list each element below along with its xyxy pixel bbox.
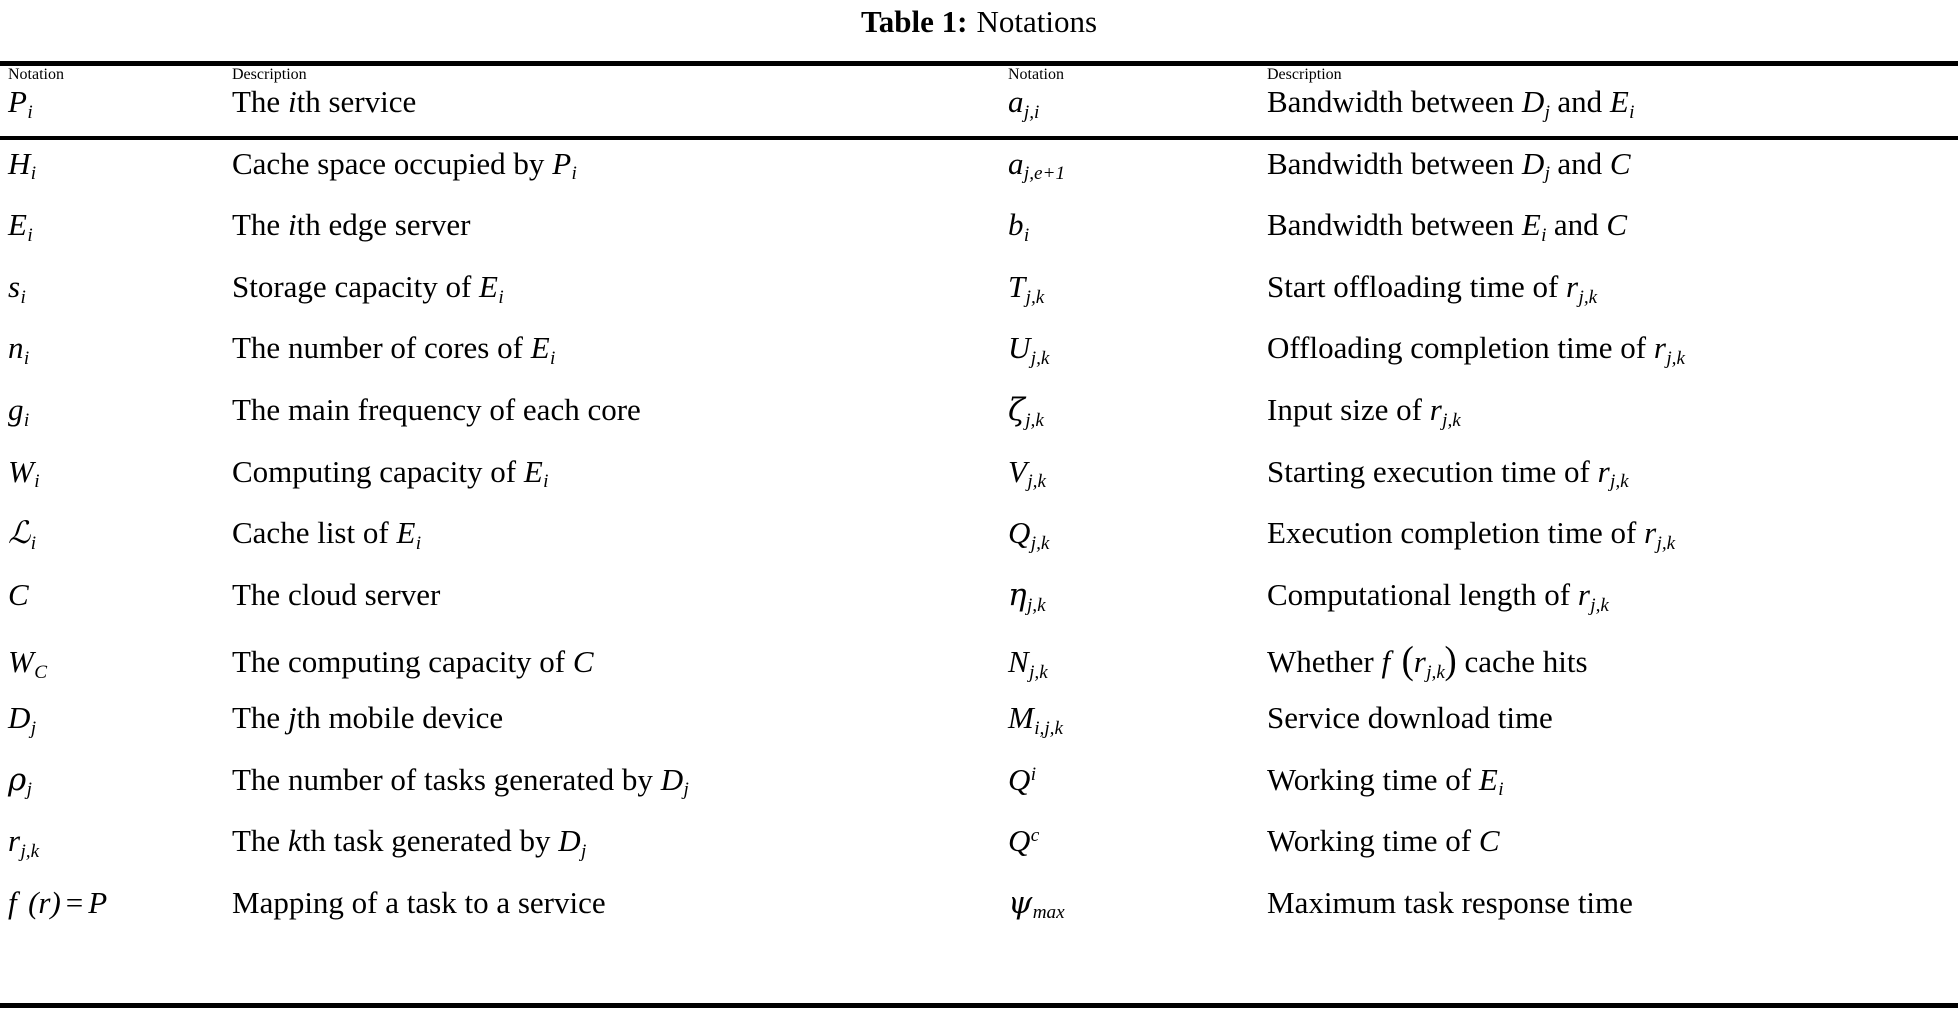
description-cell-right: Computational length of rj,k — [1267, 576, 1609, 616]
notation-cell-right: ηj,k — [1008, 576, 1046, 616]
description-cell-right: Start offloading time of rj,k — [1267, 268, 1598, 308]
table-top-rule — [0, 61, 1958, 66]
notation-cell-left: ℒi — [8, 515, 37, 554]
notation-cell-right: Nj,k — [1008, 644, 1048, 684]
description-cell-right: Execution completion time of rj,k — [1267, 515, 1676, 554]
table-row: ni The number of cores of Ei Uj,k Offloa… — [0, 330, 1958, 392]
notation-cell-left: C — [8, 576, 29, 612]
notation-cell-right: aj,i — [1008, 84, 1040, 123]
description-cell-left: The kth task generated by Dj — [232, 823, 587, 862]
table-row: Wi Computing capacity of Ei Vj,k Startin… — [0, 454, 1958, 516]
description-cell-left: The main frequency of each core — [232, 391, 641, 427]
description-cell-left: The computing capacity of C — [232, 644, 594, 680]
description-cell-right: Bandwidth between Dj and C — [1267, 145, 1631, 185]
column-header-description-left: Description — [232, 66, 307, 83]
notation-cell-left: si — [8, 268, 26, 308]
notation-cell-right: Qc — [1008, 823, 1040, 859]
notation-cell-left: gi — [8, 391, 30, 431]
column-header-notation-left: Notation — [8, 66, 64, 83]
notation-cell-left: Pi — [8, 84, 33, 123]
notation-cell-right: Uj,k — [1008, 330, 1050, 370]
notation-cell-left: f (r)=P — [8, 884, 108, 920]
table-caption-label: Table 1: — [860, 4, 968, 39]
notation-cell-right: Qi — [1008, 761, 1037, 797]
notation-cell-right: aj,e+1 — [1008, 145, 1066, 185]
table-header-row: Notation Description Notation Descriptio… — [0, 66, 1958, 84]
description-cell-right: Whether f (rj,k) cache hits — [1267, 637, 1588, 684]
description-cell-right: Starting execution time of rj,k — [1267, 453, 1629, 493]
table-row: gi The main frequency of each core ζj,k … — [0, 392, 1958, 454]
table-row: C The cloud server ηj,k Computational le… — [0, 577, 1958, 639]
description-cell-left: Mapping of a task to a service — [232, 884, 606, 920]
table-bottom-rule — [0, 1003, 1958, 1008]
table-row: si Storage capacity of Ei Tj,k Start off… — [0, 269, 1958, 331]
description-cell-right: Bandwidth between Ei and C — [1267, 207, 1628, 246]
notation-cell-left: rj,k — [8, 823, 40, 862]
description-cell-right: Service download time — [1267, 699, 1553, 735]
table-row: Pi The ith service aj,i Bandwidth betwee… — [0, 84, 1958, 146]
table-row: rj,k The kth task generated by Dj Qc Wor… — [0, 823, 1958, 885]
description-cell-left: The cloud server — [232, 576, 441, 612]
notation-cell-left: WC — [8, 644, 48, 684]
table-row: ℒi Cache list of Ei Qj,k Execution compl… — [0, 515, 1958, 577]
description-cell-left: Cache space occupied by Pi — [232, 145, 577, 185]
notation-cell-right: Tj,k — [1008, 268, 1045, 308]
description-cell-left: The number of cores of Ei — [232, 330, 556, 370]
description-cell-right: Offloading completion time of rj,k — [1267, 330, 1685, 370]
table-row: WC The computing capacity of C Nj,k Whet… — [0, 638, 1958, 700]
table-row: f (r)=P Mapping of a task to a service ψ… — [0, 885, 1958, 947]
table-row: ρj The number of tasks generated by Dj Q… — [0, 762, 1958, 824]
notation-cell-right: Qj,k — [1008, 515, 1050, 554]
description-cell-right: Input size of rj,k — [1267, 391, 1461, 431]
notation-cell-left: ni — [8, 330, 30, 370]
table-header-rule — [0, 136, 1958, 140]
description-cell-right: Working time of Ei — [1267, 761, 1504, 801]
description-cell-left: The ith service — [232, 84, 417, 119]
table-body: Pi The ith service aj,i Bandwidth betwee… — [0, 84, 1958, 946]
column-header-description-right: Description — [1267, 66, 1342, 83]
notation-cell-right: ψmax — [1008, 884, 1065, 924]
notations-table: Notation Description Notation Descriptio… — [0, 66, 1958, 946]
notation-cell-right: Mi,j,k — [1008, 699, 1063, 739]
description-cell-left: Cache list of Ei — [232, 515, 422, 554]
table-row: Hi Cache space occupied by Pi aj,e+1 Ban… — [0, 146, 1958, 208]
notation-cell-left: Dj — [8, 699, 37, 739]
description-cell-right: Maximum task response time — [1267, 884, 1633, 920]
column-header-notation-right: Notation — [1008, 66, 1064, 83]
notation-cell-right: Vj,k — [1008, 453, 1046, 493]
description-cell-right: Bandwidth between Dj and Ei — [1267, 84, 1635, 123]
description-cell-right: Working time of C — [1267, 823, 1500, 859]
table-row: Ei The ith edge server bi Bandwidth betw… — [0, 207, 1958, 269]
table-caption-text: Notations — [976, 4, 1098, 39]
description-cell-left: The number of tasks generated by Dj — [232, 761, 689, 801]
table-caption: Table 1:Notations — [0, 2, 1958, 42]
notation-cell-left: ρj — [8, 761, 32, 801]
notation-cell-left: Wi — [8, 453, 40, 493]
notation-cell-right: bi — [1008, 207, 1030, 246]
description-cell-left: The ith edge server — [232, 207, 471, 243]
notation-cell-left: Ei — [8, 207, 33, 246]
description-cell-left: The jth mobile device — [232, 699, 504, 735]
description-cell-left: Computing capacity of Ei — [232, 453, 549, 493]
description-cell-left: Storage capacity of Ei — [232, 268, 504, 308]
notation-cell-right: ζj,k — [1008, 391, 1044, 431]
notation-cell-left: Hi — [8, 145, 37, 185]
table-row: Dj The jth mobile device Mi,j,k Service … — [0, 700, 1958, 762]
